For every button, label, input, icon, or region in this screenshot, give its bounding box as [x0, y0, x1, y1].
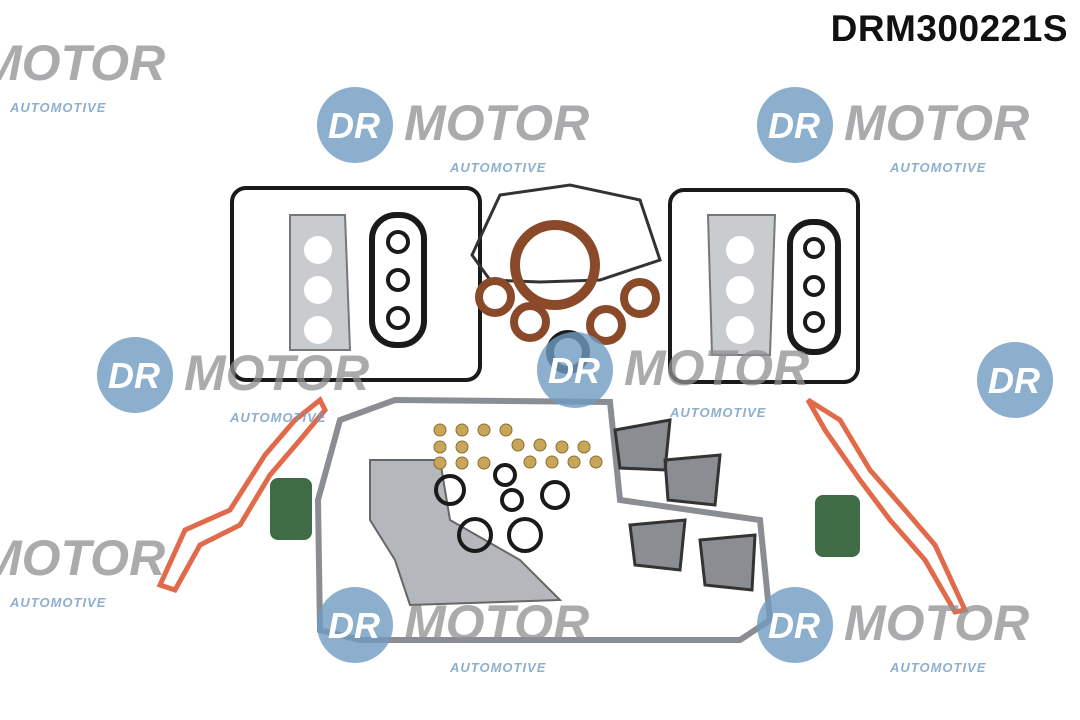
svg-text:MOTOR: MOTOR	[0, 35, 165, 91]
svg-text:DR: DR	[548, 350, 600, 391]
svg-text:MOTOR: MOTOR	[624, 340, 809, 396]
watermark-logo: DR MOTOR AUTOMOTIVE	[537, 332, 809, 420]
watermark-logo: DR MOTOR AUTOMOTIVE	[757, 87, 1029, 175]
watermark-logo: MOTOR AUTOMOTIVE	[0, 530, 165, 610]
svg-text:MOTOR: MOTOR	[844, 95, 1029, 151]
svg-text:AUTOMOTIVE: AUTOMOTIVE	[229, 410, 326, 425]
watermark-logos: MOTOR AUTOMOTIVE DR MOTOR AUTOMOTIVE DR MO…	[0, 35, 1053, 675]
nuts	[433, 423, 603, 470]
svg-text:MOTOR: MOTOR	[844, 595, 1029, 651]
svg-text:MOTOR: MOTOR	[184, 345, 369, 401]
svg-text:AUTOMOTIVE: AUTOMOTIVE	[9, 595, 106, 610]
svg-text:AUTOMOTIVE: AUTOMOTIVE	[9, 100, 106, 115]
svg-text:DR: DR	[768, 605, 820, 646]
svg-text:DR: DR	[988, 360, 1040, 401]
intake-gaskets	[156, 396, 969, 615]
valve-cover-gasket-left	[230, 186, 482, 382]
svg-text:DR: DR	[108, 355, 160, 396]
part-number: DRM300221S	[830, 8, 1068, 49]
svg-text:MOTOR: MOTOR	[0, 530, 165, 586]
svg-text:DR: DR	[328, 105, 380, 146]
watermark-logo: DR MOTOR AUTOMOTIVE	[757, 587, 1029, 675]
timing-cover-gasket-and-seals	[470, 183, 662, 374]
oil-pan-gasket	[314, 396, 774, 643]
svg-text:AUTOMOTIVE: AUTOMOTIVE	[889, 660, 986, 675]
svg-text:DR: DR	[768, 105, 820, 146]
watermark-logo: DR MOTOR AUTOMOTIVE	[97, 337, 369, 425]
svg-text:AUTOMOTIVE: AUTOMOTIVE	[449, 660, 546, 675]
watermark-logo: DR MOTOR AUTOMOTIVE	[317, 587, 589, 675]
svg-text:MOTOR: MOTOR	[404, 95, 589, 151]
svg-text:MOTOR: MOTOR	[404, 595, 589, 651]
svg-text:AUTOMOTIVE: AUTOMOTIVE	[449, 160, 546, 175]
watermark-logo: MOTOR AUTOMOTIVE	[0, 35, 165, 115]
watermark-logo: DR	[977, 342, 1053, 418]
svg-text:AUTOMOTIVE: AUTOMOTIVE	[669, 405, 766, 420]
svg-text:DR: DR	[328, 605, 380, 646]
svg-text:AUTOMOTIVE: AUTOMOTIVE	[889, 160, 986, 175]
valve-stem-seals	[270, 478, 860, 557]
valve-cover-gasket-right	[668, 188, 860, 384]
watermark-logo: DR MOTOR AUTOMOTIVE	[317, 87, 589, 175]
